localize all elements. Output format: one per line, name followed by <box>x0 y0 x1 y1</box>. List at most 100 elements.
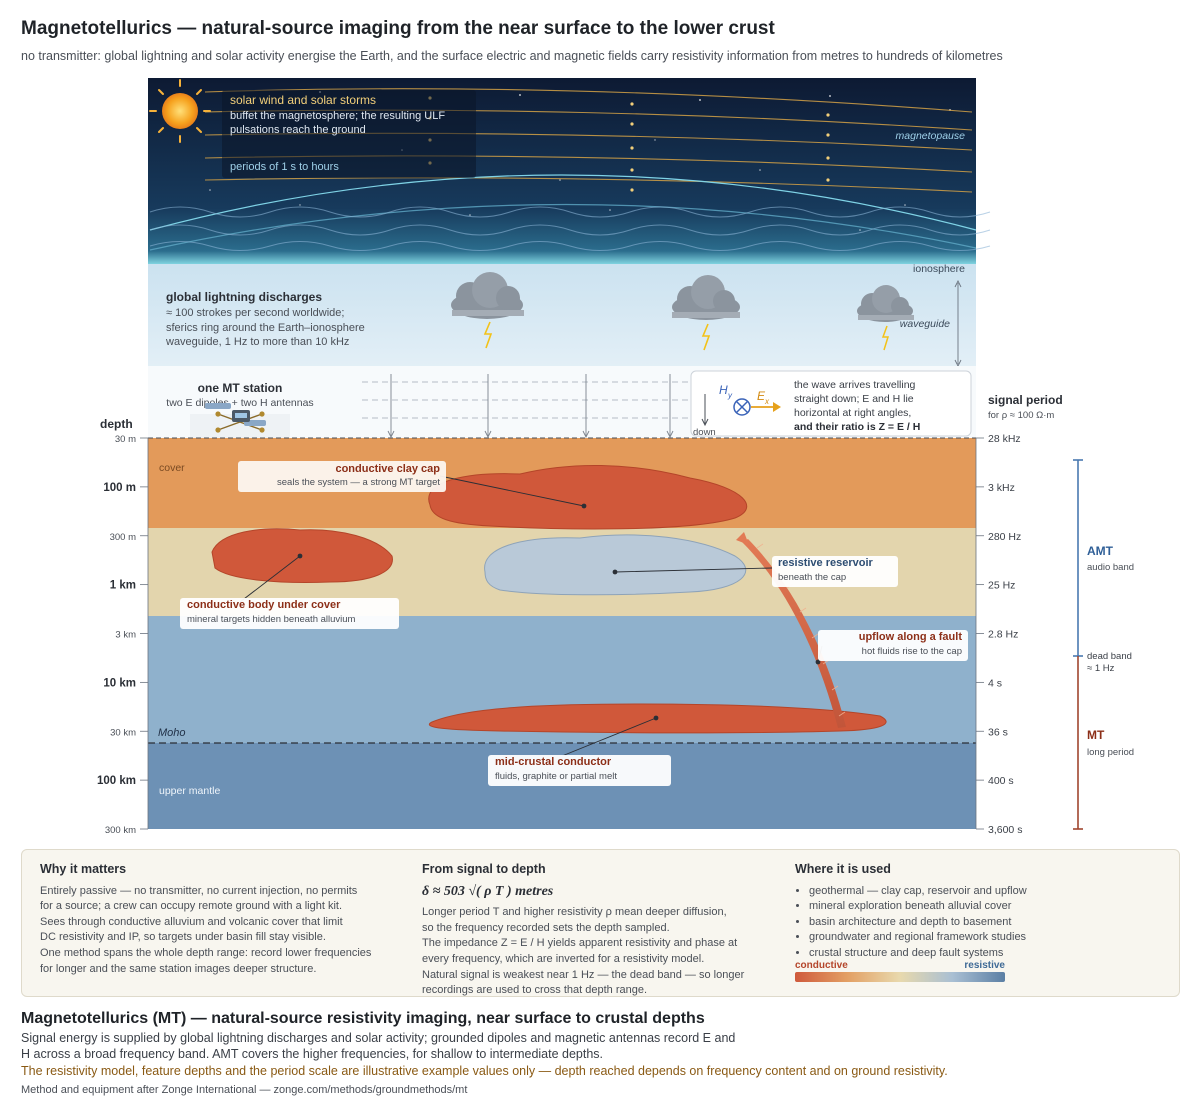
depth-tick-label: 100 km <box>97 775 136 787</box>
used-item: mineral exploration beneath alluvial cov… <box>809 899 1095 915</box>
midcrust-callout: mid-crustal conductor fluids, graphite o… <box>488 755 671 786</box>
upflow-callout: upflow along a fault hot fluids rise to … <box>818 630 968 661</box>
depth-axis-title: depth <box>100 417 133 431</box>
hy-label: H <box>719 383 728 397</box>
solar-periods: periods of 1 s to hours <box>230 161 339 173</box>
mt-label: MT <box>1087 728 1105 742</box>
solar-line-1: buffet the magnetosphere; the resulting … <box>230 110 445 122</box>
waveguide-label: waveguide <box>900 318 950 330</box>
reservoir-subtitle: beneath the cap <box>778 572 846 583</box>
depth-tick-label: 1 km <box>110 580 136 592</box>
conductive-body-subtitle: mineral targets hidden beneath alluvium <box>187 614 356 625</box>
lightning-line-1: ≈ 100 strokes per second worldwide; <box>166 307 344 319</box>
depth-tick-label: 3 km <box>115 630 136 641</box>
wave-line-3: horizontal at right angles, <box>794 407 911 419</box>
legend-resistive-label: resistive <box>964 959 1005 971</box>
ex-label: E <box>757 389 766 403</box>
period-tick-label: 36 s <box>988 726 1008 738</box>
clay-cap-callout: conductive clay cap seals the system — a… <box>238 461 446 492</box>
downgoing-wave-arrows <box>387 374 674 439</box>
solar-line-2: pulsations reach the ground <box>230 124 366 136</box>
leader-dots <box>297 503 821 721</box>
upflow-arrowhead-icon <box>736 532 749 545</box>
resistive-reservoir-body <box>484 534 747 596</box>
moho-label: Moho <box>158 727 186 739</box>
footer-text: Signal energy is supplied by global ligh… <box>21 1031 736 1061</box>
depth-tick-label: 300 m <box>110 532 136 543</box>
stars <box>209 91 951 231</box>
solar-label-backdrop <box>222 90 476 178</box>
why-line: for a source; a crew can occupy remote g… <box>40 900 343 913</box>
lightning-line-3: waveguide, 1 Hz to more than 10 kHz <box>165 336 349 348</box>
magnetopause-label: magnetopause <box>896 130 966 142</box>
signal-line: The impedance Z = E / H yields apparent … <box>422 937 738 950</box>
ex-subscript: x <box>764 397 770 406</box>
period-tick-label: 280 Hz <box>988 531 1021 543</box>
info-panel: Why it matters Entirely passive — no tra… <box>21 849 1180 997</box>
why-line: One method spans the whole depth range: … <box>40 946 372 959</box>
cloud-icon <box>857 285 914 351</box>
used-item: crustal structure and deep fault systems <box>809 946 1095 962</box>
used-item: basin architecture and depth to basement <box>809 915 1095 931</box>
used-list: geothermal — clay cap, reservoir and upf… <box>795 884 1095 962</box>
cloud-icon <box>451 272 524 349</box>
why-it-matters-section: Why it matters Entirely passive — no tra… <box>40 862 390 977</box>
clay-cap-title: conductive clay cap <box>335 463 440 475</box>
reservoir-title: resistive reservoir <box>778 557 874 569</box>
station-subtitle: two E dipoles + two H antennas <box>166 397 313 409</box>
period-tick-label: 4 s <box>988 677 1002 689</box>
solar-title: solar wind and solar storms <box>230 93 376 107</box>
conductive-body-callout: conductive body under cover mineral targ… <box>180 598 399 629</box>
period-tick-label: 3 kHz <box>988 482 1015 494</box>
period-tick-label: 25 Hz <box>988 580 1015 592</box>
mt-diagram: solar wind and solar storms buffet the m… <box>97 78 1134 836</box>
period-tick-label: 400 s <box>988 775 1014 787</box>
wave-line-1: the wave arrives travelling <box>794 379 916 391</box>
period-tick-label: 28 kHz <box>988 433 1021 445</box>
upflow-title: upflow along a fault <box>859 631 963 643</box>
period-axis-title: signal period <box>988 393 1063 407</box>
midcrust-title: mid-crustal conductor <box>495 756 612 768</box>
clay-cap-body <box>428 464 748 530</box>
signal-line: every frequency, which are inverted for … <box>422 952 705 965</box>
legend-gradient-bar <box>795 971 1005 982</box>
where-used-section: Where it is used geothermal — clay cap, … <box>795 862 1095 984</box>
cloud-icon <box>672 275 740 351</box>
fault-upflow <box>742 539 846 728</box>
down-arrow-icon <box>701 394 709 427</box>
page-subtitle: no transmitter: global lightning and sol… <box>21 49 1003 63</box>
footer-source: Method and equipment after Zonge Interna… <box>21 1084 468 1096</box>
ionosphere-label: ionosphere <box>913 263 965 275</box>
dead-band-label: dead band <box>1087 651 1132 662</box>
dead-band-value: ≈ 1 Hz <box>1087 663 1115 674</box>
depth-tick-label: 30 km <box>110 727 136 738</box>
depth-tick-label: 100 m <box>103 482 136 494</box>
wave-info-card <box>690 370 972 437</box>
why-title: Why it matters <box>40 862 127 876</box>
amt-label: AMT <box>1087 544 1114 558</box>
station-title: one MT station <box>198 381 283 395</box>
used-title: Where it is used <box>795 862 891 876</box>
signal-title: From signal to depth <box>422 862 546 876</box>
magnetosphere-arcs <box>149 174 977 251</box>
depth-tick-label: 30 m <box>115 434 136 445</box>
lightning-line-2: sferics ring around the Earth–ionosphere <box>166 322 365 334</box>
mt-station-icon <box>190 403 290 438</box>
footer-note: The resistivity model, feature depths an… <box>21 1064 948 1078</box>
signal-line: so the frequency recorded sets the depth… <box>422 921 670 934</box>
resistivity-legend: conductive resistive <box>795 960 1005 984</box>
e-field-arrow-icon <box>751 402 781 412</box>
lightning-title: global lightning discharges <box>166 290 322 304</box>
signal-line: Longer period T and higher resistivity ρ… <box>422 906 727 919</box>
page-title: Magnetotellurics — natural-source imagin… <box>21 18 775 39</box>
why-line: Sees through conductive alluvium and vol… <box>40 915 343 928</box>
h-field-icon <box>733 398 751 416</box>
skin-depth-formula: δ ≈ 503 √( ρ T ) metres <box>422 883 554 899</box>
cover-label: cover <box>159 462 185 474</box>
mt-band-bracket <box>1073 656 1083 830</box>
depth-tick-label: 10 km <box>103 677 136 689</box>
used-item: geothermal — clay cap, reservoir and upf… <box>809 884 1095 900</box>
legend-conductive-label: conductive <box>795 959 848 971</box>
